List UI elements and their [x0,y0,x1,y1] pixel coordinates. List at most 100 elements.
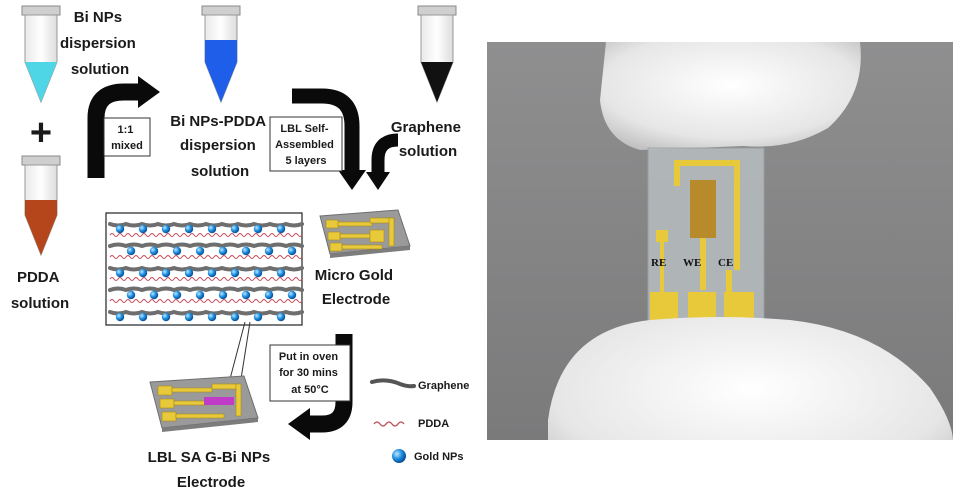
gold-nanoparticle [207,312,217,322]
arrow-oven [288,334,353,440]
gold-nanoparticle [230,224,240,234]
final-electrode-label-line: LBL SA G-Bi NPs [148,449,271,466]
gold-nanoparticle [218,290,228,300]
pdda-chain [109,277,303,281]
glove-top-finger [600,42,861,150]
tube-pdda-label: PDDA solution [11,269,69,312]
svg-text:LBL Self- Assembled: LBL Self- Assembled 5 layers [275,123,337,167]
plus-sign: + [30,112,52,154]
working-electrode [690,180,716,238]
gold-nanoparticle [207,224,217,234]
mix-box: 1:1 mixed [103,117,151,157]
final-electrode-label-line: Electrode [177,474,245,491]
gold-nanoparticle [195,246,205,256]
gold-nanoparticle [138,312,148,322]
gold-nanoparticle [126,246,136,256]
lbl-box-line: LBL Self- [280,123,328,135]
gold-nanoparticle [230,312,240,322]
pdda-chain [109,233,303,237]
gold-nanoparticle [276,312,286,322]
trace [726,270,732,294]
legend-gold-np-label: Gold NPs [414,451,464,463]
gold-nanoparticle [161,312,171,322]
gold-nanoparticle [253,224,263,234]
graphene-sheet [108,309,304,316]
gold-nanoparticle [276,224,286,234]
legend-pdda-swatch [373,421,405,427]
oven-box: Put in oven for 30 mins at 50°C [269,344,351,402]
micro-gold-label-line: Electrode [322,291,390,308]
gold-nanoparticle [264,290,274,300]
svg-text:Put in oven for 30 mins: Put in oven for 30 mins at 50°C [279,351,341,396]
oven-box-line: Put in oven [279,351,339,363]
gold-nanoparticle [138,268,148,278]
tube-pdda [21,155,61,257]
gold-nanoparticle [276,268,286,278]
final-electrode [149,375,259,432]
label-we: WE [683,257,701,269]
final-electrode-label: LBL SA G-Bi NPs Electrode [148,449,275,491]
arrow-mix [87,76,160,178]
lbl-box-line: Assembled [275,139,334,151]
trace [656,230,668,242]
oven-box-line: for 30 mins [279,367,338,379]
tube-bi-pdda [201,5,241,104]
pdda-chain [109,299,303,303]
tube-bi-pdda-label-line: solution [191,163,249,180]
gold-nanoparticle [218,246,228,256]
label-ce: CE [718,257,733,269]
graphene-sheet [108,221,304,228]
tube-graphene [417,5,457,104]
micro-gold-label: Micro Gold Electrode [315,267,398,308]
pdda-chain [109,255,303,259]
legend-graphene-swatch [370,378,416,389]
gold-nanoparticle [287,290,297,300]
gold-nanoparticle [115,268,125,278]
legend: Graphene PDDA Gold NPs [370,378,469,463]
tube-graphene-label-line: solution [399,143,457,160]
trace [734,160,740,270]
mix-box-line: mixed [111,140,143,152]
arrow-graphene [366,133,399,190]
tube-pdda-label-line: PDDA [17,269,60,286]
tube-bi-pdda-label-line: dispersion [180,137,256,154]
gold-nanoparticle [126,290,136,300]
tube-bi-nps [21,5,61,104]
gold-nanoparticle [161,268,171,278]
trace [660,242,664,292]
micro-gold-label-line: Micro Gold [315,267,393,284]
legend-pdda-label: PDDA [418,418,449,430]
gold-nanoparticle [264,246,274,256]
svg-text:1:1 mixed: 1:1 mixed [111,124,143,152]
layered-structure-inset [105,212,304,326]
gold-nanoparticle [207,268,217,278]
gold-nanoparticle [161,224,171,234]
gold-nanoparticle [195,290,205,300]
gold-nanoparticle [172,246,182,256]
gold-nanoparticle [138,224,148,234]
mix-box-line: 1:1 [118,124,134,136]
graphene-sheet [108,242,304,249]
tube-bi-pdda-label-line: Bi NPs-PDDA [170,113,266,130]
gold-nanoparticle [253,312,263,322]
gold-nanoparticle [115,224,125,234]
gold-nanoparticle [149,290,159,300]
tube-graphene-label-line: Graphene [391,119,461,136]
graphene-sheet [108,286,304,293]
legend-gold-np-swatch [392,449,406,463]
legend-graphene-label: Graphene [418,380,469,392]
arrow-lbl-assembly [292,88,366,190]
gold-nanoparticle [184,312,194,322]
gold-nanoparticle [149,246,159,256]
micro-gold-electrode [319,209,411,258]
lbl-box: LBL Self- Assembled 5 layers [269,116,343,172]
gold-nanoparticle [287,246,297,256]
tube-bi-label-line: Bi NPs [74,9,122,26]
tube-bi-label: Bi NPs dispersion solution [60,9,140,78]
tube-bi-label-line: solution [71,61,129,78]
gold-nanoparticle [184,268,194,278]
tube-bi-label-line: dispersion [60,35,136,52]
tube-bi-pdda-label: Bi NPs-PDDA dispersion solution [170,113,269,180]
gold-nanoparticle [253,268,263,278]
